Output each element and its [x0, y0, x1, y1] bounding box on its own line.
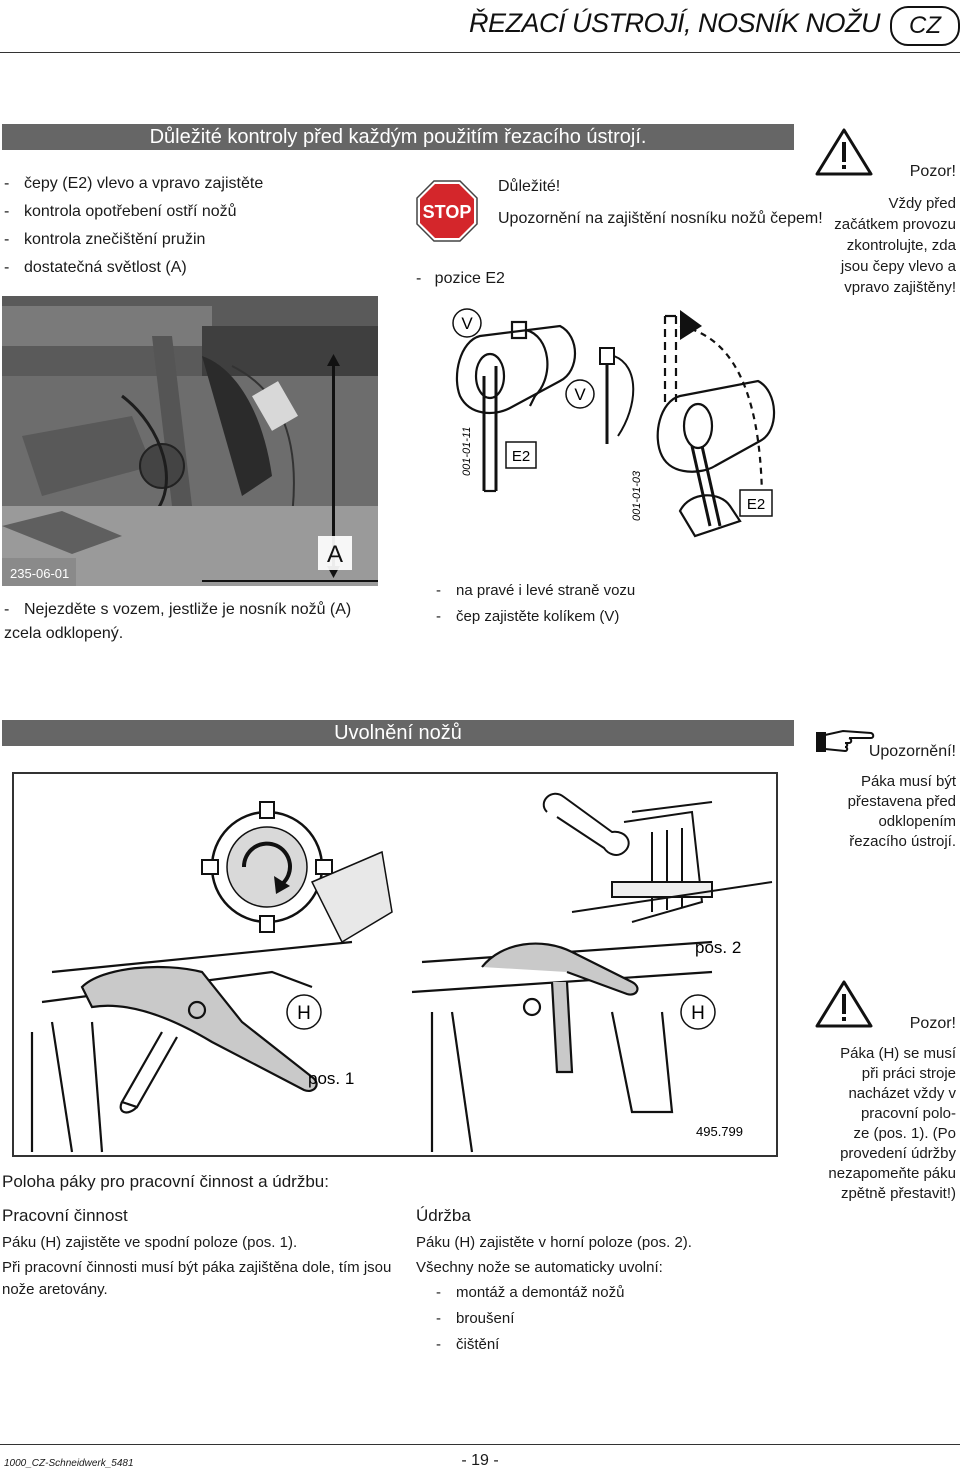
pin-diagram: V E2 001-01-11 V E2 001-01-03: [452, 308, 776, 538]
list-item: kontrola znečištění pružin: [4, 226, 404, 254]
photo-label-a: A: [327, 541, 343, 568]
photo-caption: -Nejezděte s vozem, jestliže je nosník n…: [4, 601, 352, 642]
photo-code: 235-06-01: [10, 566, 69, 581]
figure-code: 495.799: [696, 1124, 743, 1139]
lever-pos2: [411, 940, 713, 1153]
label-e2b: E2: [747, 496, 765, 513]
maintenance-items: montáž a demontáž nožů broušení čištění: [436, 1280, 756, 1358]
stop-sign-text: STOP: [423, 202, 472, 222]
doc-code: 1000_CZ-Schneidwerk_5481: [4, 1458, 134, 1469]
label-pos2: pos. 2: [695, 938, 741, 957]
maintenance-heading: Údržba: [416, 1206, 471, 1225]
list-item: na pravé i levé straně vozu: [436, 578, 796, 604]
label-v2: V: [574, 385, 586, 404]
lever-heading: Poloha páky pro pracovní činnost a údržb…: [2, 1172, 329, 1191]
notice-label: Upozornění!: [868, 743, 956, 760]
section-bar-checks: Důležité kontroly před každým použitím ř…: [2, 124, 794, 150]
language-badge: CZ: [890, 6, 960, 46]
code-left: 001-01-11: [461, 427, 473, 476]
header-rule: [0, 52, 960, 53]
lever-pos1: [30, 940, 353, 1153]
list-item: broušení: [436, 1306, 756, 1332]
list-item: čep zajistěte kolíkem (V): [436, 604, 796, 630]
warning-text: Vždy před začátkem provozu zkontrolujte,…: [834, 195, 956, 296]
maintenance-line2: Všechny nože se automaticky uvolní:: [416, 1259, 663, 1276]
list-item: kontrola opotřebení ostří nožů: [4, 198, 404, 226]
label-pos1: pos. 1: [308, 1069, 354, 1088]
label-v1: V: [461, 314, 473, 333]
code-right: 001-01-03: [631, 470, 643, 521]
page-number: - 19 -: [461, 1452, 499, 1469]
notice-text: Páka musí být přestavena před odklopením…: [847, 773, 956, 850]
footer-rule: [0, 1444, 960, 1445]
page-title: ŘEZACÍ ÚSTROJÍ, NOSNÍK NOŽU: [468, 8, 881, 38]
work-line2: Při pracovní činnosti musí být páka zaji…: [2, 1259, 392, 1298]
important-label: Důležité!: [498, 178, 561, 195]
warning-triangle-icon: [815, 128, 873, 176]
checklist: čepy (E2) vlevo a vpravo zajistěte kontr…: [4, 170, 404, 282]
cog-wheel: [201, 801, 393, 944]
position-item: - pozice E2: [416, 270, 505, 287]
list-item: montáž a demontáž nožů: [436, 1280, 756, 1306]
pointing-hand-icon: [816, 729, 875, 753]
diagram-items: na pravé i levé straně vozu čep zajistět…: [436, 578, 796, 630]
section-bar-release: Uvolnění nožů: [2, 720, 794, 746]
label-h2: H: [691, 1003, 705, 1024]
warning-triangle-icon: [815, 980, 873, 1028]
warning2-text: Páka (H) se musí při práci stroje nacház…: [828, 1045, 956, 1202]
work-heading: Pracovní činnost: [2, 1206, 128, 1225]
section-title-release: Uvolnění nožů: [334, 722, 462, 744]
lever-figure: H pos. 1 H pos. 2 495.799: [12, 772, 778, 1157]
wrench-icon: [542, 792, 773, 923]
maintenance-line1: Páku (H) zajistěte v horní poloze (pos. …: [416, 1234, 692, 1251]
section-title-checks: Důležité kontroly před každým použitím ř…: [149, 126, 647, 148]
warning-label: Pozor!: [909, 163, 956, 180]
label-h1: H: [297, 1003, 311, 1024]
machine-photo: 235-06-01 A: [2, 296, 378, 586]
warning2-label: Pozor!: [909, 1015, 956, 1032]
list-item: čištění: [436, 1332, 756, 1358]
work-line1: Páku (H) zajistěte ve spodní poloze (pos…: [2, 1234, 298, 1251]
list-item: dostatečná světlost (A): [4, 254, 404, 282]
stop-sign-icon: STOP: [416, 180, 478, 242]
label-e2a: E2: [512, 448, 530, 465]
important-text: Upozornění na zajištění nosníku nožů čep…: [498, 210, 823, 227]
list-item: čepy (E2) vlevo a vpravo zajistěte: [4, 170, 404, 198]
